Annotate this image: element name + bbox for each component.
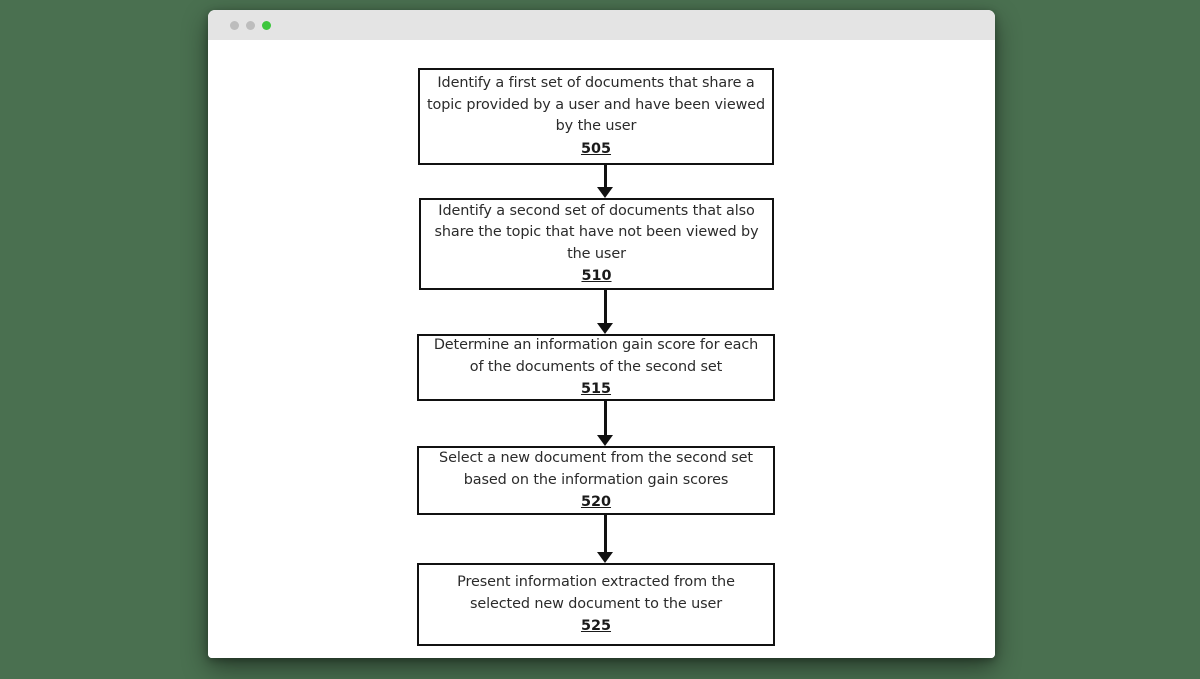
window-content: Identify a first set of documents that s… <box>208 40 995 658</box>
arrow-head-icon <box>597 435 613 446</box>
traffic-light-dots <box>230 21 271 30</box>
arrow-head-icon <box>597 323 613 334</box>
node-510-line-2: share the topic that have not been viewe… <box>434 224 759 241</box>
node-510-reference: 510 <box>581 268 612 285</box>
flowchart-node-505[interactable]: Identify a first set of documents that s… <box>418 68 774 165</box>
node-515-line-2: of the documents of the second set <box>469 358 723 375</box>
arrow-510-to-515 <box>596 290 614 334</box>
node-505-reference: 505 <box>580 140 612 157</box>
node-525-line-2: selected new document to the user <box>469 595 723 612</box>
arrow-head-icon <box>597 552 613 563</box>
node-505-line-3: by the user <box>555 118 637 135</box>
arrow-head-icon <box>597 187 613 198</box>
arrow-stem <box>603 290 607 324</box>
maximize-dot[interactable] <box>262 21 271 30</box>
arrow-515-to-520 <box>596 401 614 446</box>
close-dot[interactable] <box>230 21 239 30</box>
flowchart-node-510[interactable]: Identify a second set of documents that … <box>419 198 774 290</box>
node-510-line-3: the user <box>567 245 626 262</box>
node-510-line-1: Identify a second set of documents that … <box>438 202 755 219</box>
arrow-505-to-510 <box>596 165 614 198</box>
node-515-line-1: Determine an information gain score for … <box>433 337 759 353</box>
node-525-reference: 525 <box>580 618 612 634</box>
arrow-520-to-525 <box>596 515 614 563</box>
flowchart: Identify a first set of documents that s… <box>208 40 995 658</box>
flowchart-node-520[interactable]: Select a new document from the second se… <box>417 446 775 515</box>
node-505-line-1: Identify a first set of documents that s… <box>437 75 755 92</box>
node-505-line-2: topic provided by a user and have been v… <box>426 96 766 113</box>
minimize-dot[interactable] <box>246 21 255 30</box>
browser-window: Identify a first set of documents that s… <box>208 10 995 658</box>
node-520-line-2: based on the information gain scores <box>463 471 729 488</box>
node-525-line-1: Present information extracted from the <box>457 574 735 590</box>
flowchart-node-515[interactable]: Determine an information gain score for … <box>417 334 775 401</box>
arrow-stem <box>603 515 607 553</box>
window-titlebar <box>208 10 995 40</box>
node-515-reference: 515 <box>580 381 612 397</box>
arrow-stem <box>603 401 607 436</box>
arrow-stem <box>603 165 607 188</box>
node-520-reference: 520 <box>580 494 612 510</box>
node-520-line-1: Select a new document from the second se… <box>439 450 753 466</box>
flowchart-node-525[interactable]: Present information extracted from the s… <box>417 563 775 646</box>
